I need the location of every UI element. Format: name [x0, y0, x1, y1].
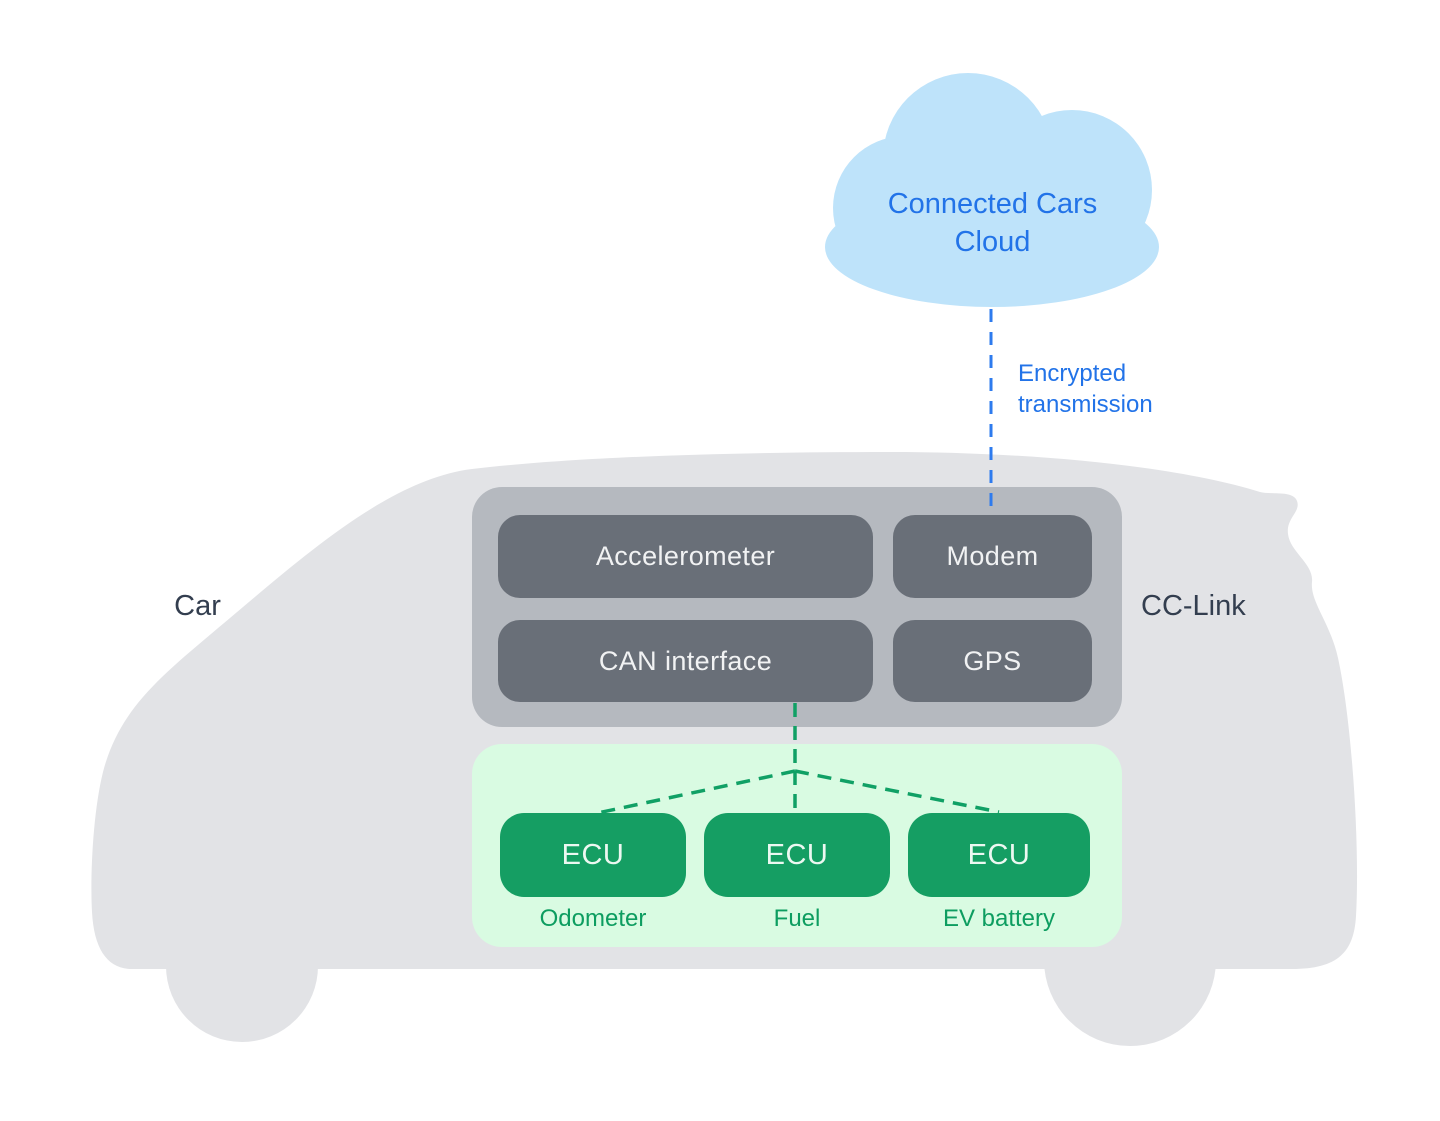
ecu-box-odometer: ECU — [500, 813, 686, 897]
component-label: Accelerometer — [595, 541, 776, 571]
ecu-box-fuel: ECU — [704, 813, 890, 897]
component-label: GPS — [963, 645, 1022, 676]
cloud-label-line1: Connected Cars — [887, 188, 1098, 220]
cloud-shape — [825, 73, 1159, 307]
ecu-label: ECU — [967, 838, 1031, 871]
encrypted-transmission-line2: transmission — [1018, 391, 1153, 418]
cloud-label: Connected Cars Cloud — [865, 185, 1120, 261]
ecu-box-ev-battery: ECU — [908, 813, 1090, 897]
component-label: Modem — [946, 541, 1039, 571]
component-label: CAN interface — [598, 645, 773, 676]
component-box-accelerometer: Accelerometer — [498, 515, 873, 598]
ecu-label: ECU — [561, 838, 625, 871]
car-label: Car — [174, 590, 221, 622]
front-wheel — [166, 890, 318, 1042]
ecu-caption-odometer: Odometer — [539, 905, 647, 932]
cclink-label: CC-Link — [1141, 590, 1246, 622]
component-box-modem: Modem — [893, 515, 1092, 598]
component-box-can-interface: CAN interface — [498, 620, 873, 702]
ecu-caption-ev-battery: EV battery — [942, 905, 1056, 932]
encrypted-transmission-line1: Encrypted — [1018, 360, 1127, 387]
component-box-gps: GPS — [893, 620, 1092, 702]
ecu-caption-fuel: Fuel — [773, 905, 821, 932]
ecu-label: ECU — [765, 838, 829, 871]
encrypted-transmission-label: Encrypted transmission — [1018, 358, 1218, 420]
cloud-label-line2: Cloud — [954, 226, 1031, 258]
